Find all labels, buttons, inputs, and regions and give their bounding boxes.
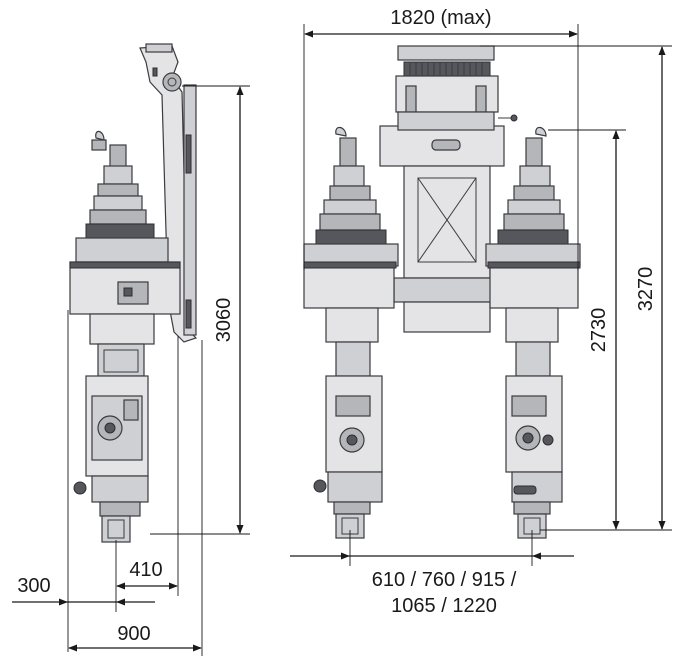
dimension-overall-width: 1820 (max) [303, 7, 579, 270]
dimension-side-depth: 300 [12, 310, 155, 652]
side-height-label: 3060 [213, 298, 235, 343]
overall-width-label: 1820 (max) [390, 7, 491, 29]
head-spacing-label-line2: 1065 / 1220 [391, 595, 497, 617]
side-offset-label: 410 [129, 559, 162, 581]
dimension-side-offset: 410 [115, 336, 179, 612]
dimension-head-height: 2730 [548, 129, 626, 530]
side-width-label: 900 [117, 623, 150, 645]
head-spacing-label-line1: 610 / 760 / 915 / [372, 569, 517, 591]
head-height-label: 2730 [588, 308, 610, 353]
front-view-machine [303, 45, 581, 539]
dimension-total-height: 3270 [480, 45, 672, 531]
dimension-head-spacing: 610 / 760 / 915 / 1065 / 1220 [290, 530, 574, 617]
dimension-side-height: 3060 [150, 85, 250, 535]
total-height-label: 3270 [635, 267, 657, 312]
side-depth-label: 300 [17, 575, 50, 597]
side-view-machine [69, 43, 198, 543]
dimension-side-width: 900 [68, 340, 203, 656]
